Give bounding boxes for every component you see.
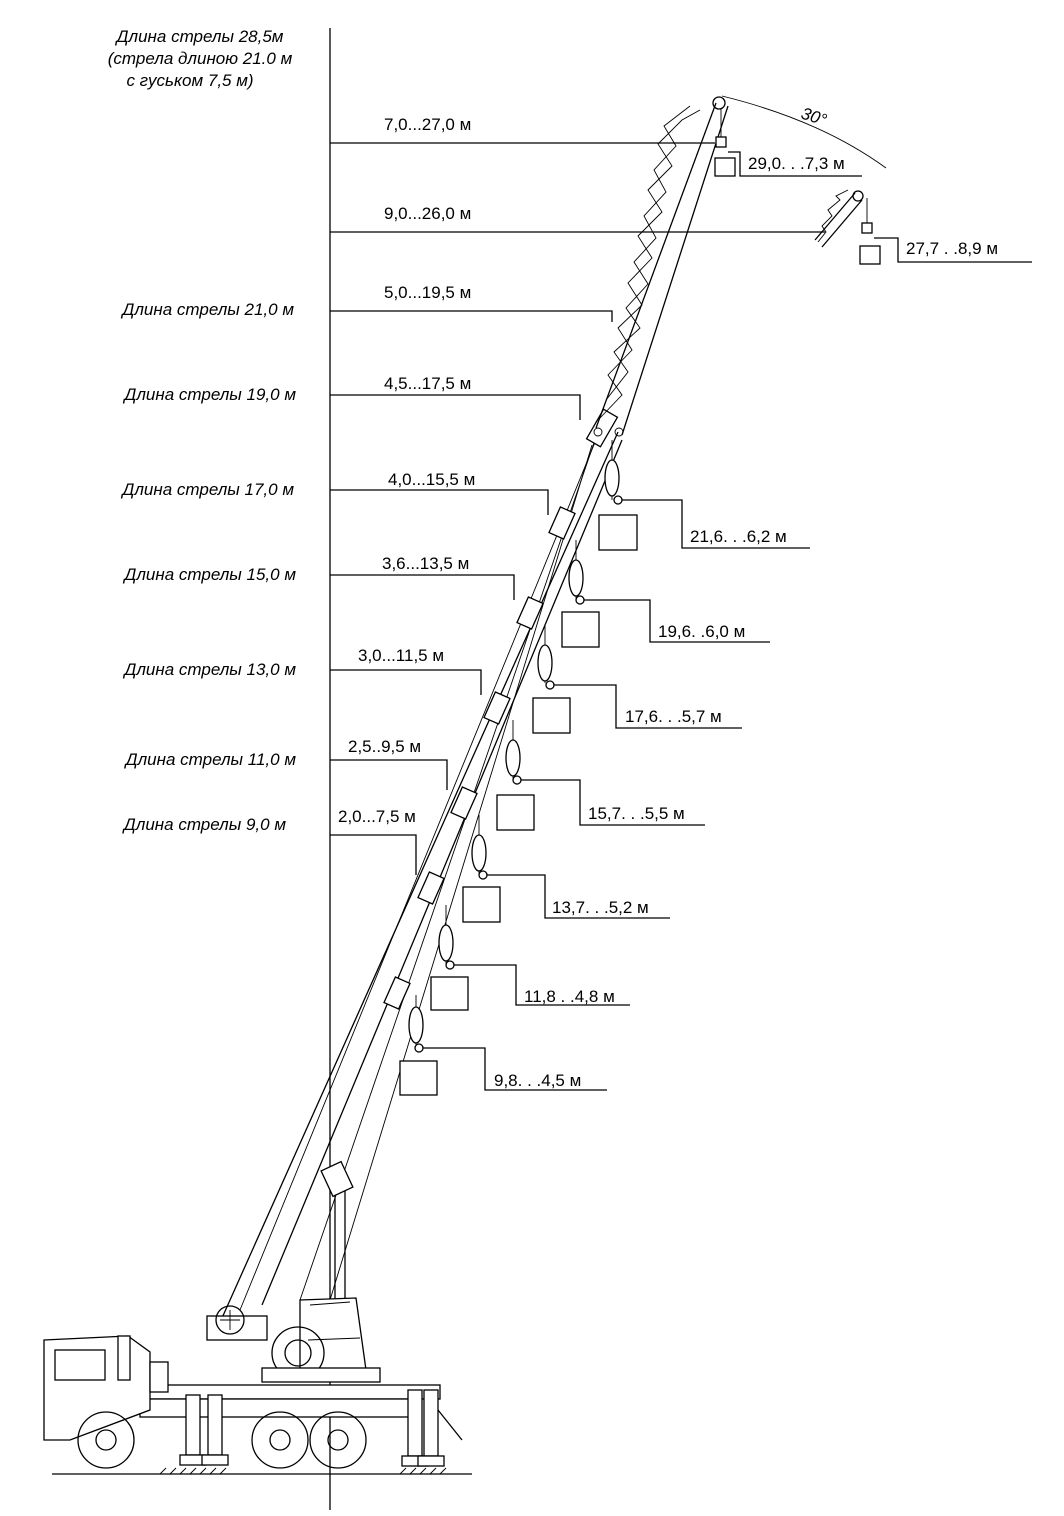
load-box-2 — [859, 245, 881, 265]
reach-range-2: 27,7 . .8,9 м — [906, 239, 998, 258]
height-line-8 — [330, 759, 448, 790]
load-box-5 — [532, 697, 571, 734]
boom-length-11: Длина стрелы 11,0 м — [124, 750, 297, 769]
height-range-8: 2,5..9,5 м — [348, 737, 421, 756]
height-line-3 — [330, 310, 613, 322]
height-line-7 — [330, 669, 482, 695]
height-range-3: 5,0...19,5 м — [384, 283, 471, 302]
reach-range-4: 19,6. .6,0 м — [658, 622, 745, 641]
height-line-6 — [330, 574, 515, 600]
reach-range-5: 17,6. . .5,7 м — [625, 707, 722, 726]
reach-range-group: 29,0. . .7,3 м 27,7 . .8,9 м 21,6. . .6,… — [423, 151, 1032, 1091]
wheel-2 — [251, 1411, 309, 1469]
reach-range-9: 9,8. . .4,5 м — [494, 1071, 581, 1090]
angled-jib: 30° — [721, 95, 887, 248]
load-box-4 — [561, 611, 600, 648]
cab-window — [54, 1349, 106, 1381]
boom-length-15: Длина стрелы 15,0 м — [122, 565, 296, 584]
height-range-9: 2,0...7,5 м — [338, 807, 416, 826]
reach-range-8: 11,8 . .4,8 м — [524, 987, 615, 1006]
height-line-4 — [330, 394, 581, 420]
height-range-2: 9,0...26,0 м — [384, 204, 471, 223]
chassis-frame — [139, 1384, 441, 1400]
load-box-3 — [598, 514, 638, 551]
boom-length-9: Длина стрелы 9,0 м — [122, 815, 287, 834]
crane-truck — [43, 1297, 472, 1475]
outrigger-front — [185, 1394, 201, 1456]
title-line-1: Длина стрелы 28,5м — [115, 27, 284, 46]
height-line-9 — [330, 834, 417, 875]
reach-range-3: 21,6. . .6,2 м — [690, 527, 787, 546]
operator-cab — [299, 1297, 367, 1373]
load-box-9 — [399, 1060, 438, 1096]
title-line-2: (стрела длиною 21.0 м — [108, 49, 293, 68]
wheel-3 — [309, 1411, 367, 1469]
boom-length-13: Длина стрелы 13,0 м — [122, 660, 296, 679]
boom-length-19: Длина стрелы 19,0 м — [122, 385, 296, 404]
lattice-jib — [593, 96, 729, 437]
boom-length-21: Длина стрелы 21,0 м — [120, 300, 294, 319]
load-box-6 — [496, 794, 535, 831]
height-range-1: 7,0...27,0 м — [384, 115, 471, 134]
height-range-group: 7,0...27,0 м 9,0...26,0 м 5,0...19,5 м 4… — [330, 115, 825, 875]
load-box-8 — [430, 976, 469, 1011]
height-range-6: 3,6...13,5 м — [382, 554, 469, 573]
height-line-5 — [330, 489, 549, 515]
main-boom — [221, 408, 623, 1320]
reach-range-1: 29,0. . .7,3 м — [748, 154, 845, 173]
title-line-3: с гуськом 7,5 м) — [126, 71, 253, 90]
reach-range-7: 13,7. . .5,2 м — [552, 898, 649, 917]
load-box-7 — [462, 886, 501, 923]
boom-length-17: Длина стрелы 17,0 м — [120, 480, 294, 499]
height-range-7: 3,0...11,5 м — [358, 646, 444, 665]
boom-length-group: Длина стрелы 21,0 м Длина стрелы 19,0 м … — [120, 300, 296, 834]
height-range-5: 4,0...15,5 м — [388, 470, 475, 489]
outrigger-rear — [407, 1389, 423, 1457]
hooks-group — [399, 108, 881, 1096]
load-box-1 — [714, 157, 736, 177]
height-range-4: 4,5...17,5 м — [384, 374, 471, 393]
jib-angle-label: 30° — [799, 104, 830, 130]
wheel-1 — [77, 1411, 135, 1469]
reach-range-6: 15,7. . .5,5 м — [588, 804, 685, 823]
